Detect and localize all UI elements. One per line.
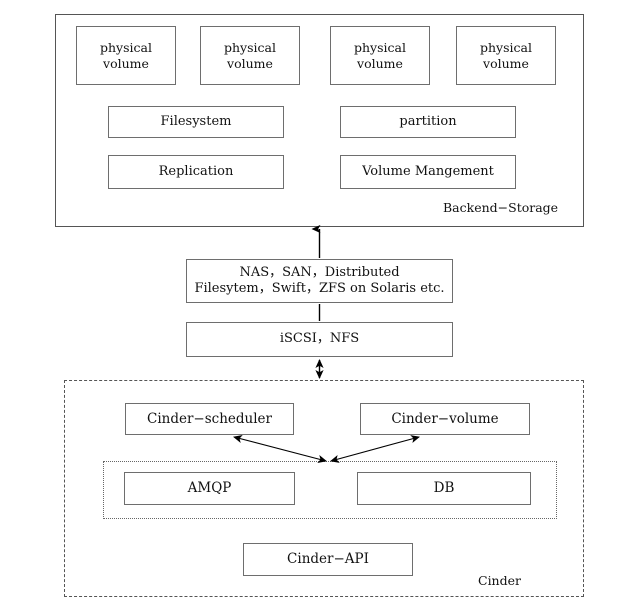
protocols-line-2: Filesytem，Swift，ZFS on Solaris etc. [194, 281, 445, 296]
protocols-line-1: NAS，SAN，Distributed [239, 264, 400, 280]
cinder-volume-box[interactable]: Cinder−volume [360, 403, 530, 435]
cinder-container [64, 380, 584, 597]
db-box[interactable]: DB [357, 472, 531, 505]
physical-volume-box-4[interactable]: physical volume [456, 26, 556, 85]
backend-storage-label: Backend−Storage [443, 200, 559, 215]
replication-box[interactable]: Replication [108, 155, 284, 189]
partition-box[interactable]: partition [340, 106, 516, 138]
amqp-box[interactable]: AMQP [124, 472, 295, 505]
cinder-message-bus-container [103, 461, 557, 519]
protocols-box[interactable]: NAS，SAN，Distributed Filesytem，Swift，ZFS … [186, 259, 453, 303]
filesystem-box[interactable]: Filesystem [108, 106, 284, 138]
physical-volume-box-3[interactable]: physical volume [330, 26, 430, 85]
cinder-label: Cinder [478, 573, 521, 588]
cinder-api-box[interactable]: Cinder−API [243, 543, 413, 576]
physical-volume-box-2[interactable]: physical volume [200, 26, 300, 85]
physical-volume-box-1[interactable]: physical volume [76, 26, 176, 85]
transport-box[interactable]: iSCSI，NFS [186, 322, 453, 357]
volume-management-box[interactable]: Volume Mangement [340, 155, 516, 189]
cinder-scheduler-box[interactable]: Cinder−scheduler [125, 403, 294, 435]
